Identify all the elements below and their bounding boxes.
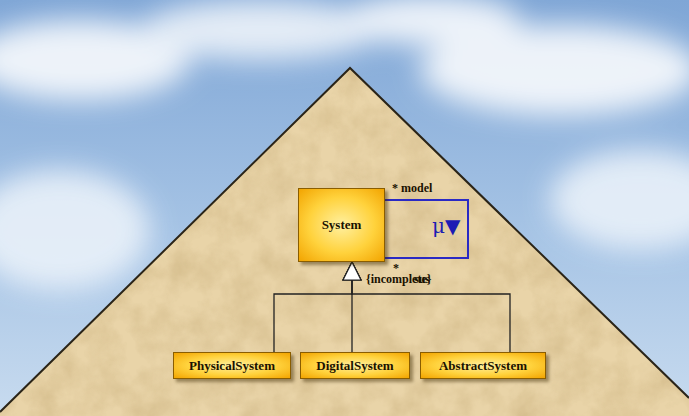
generalization-line [274, 262, 352, 352]
class-box: System [298, 188, 385, 262]
class-name: PhysicalSystem [189, 358, 275, 374]
generalization-line [352, 262, 510, 352]
role-name: * model [392, 181, 432, 195]
constraint-label: {incomplete} [366, 272, 431, 286]
class-name: System [322, 217, 362, 233]
class-box: PhysicalSystem [173, 352, 291, 379]
association-name: μ▼ [432, 215, 460, 237]
class-box: AbstractSystem [420, 352, 546, 379]
class-box: DigitalSystem [300, 352, 410, 379]
pyramid-texture [0, 60, 689, 416]
class-name: AbstractSystem [439, 358, 527, 374]
pyramid-outline [0, 68, 689, 412]
class-name: DigitalSystem [316, 358, 393, 374]
self-association [385, 200, 468, 258]
